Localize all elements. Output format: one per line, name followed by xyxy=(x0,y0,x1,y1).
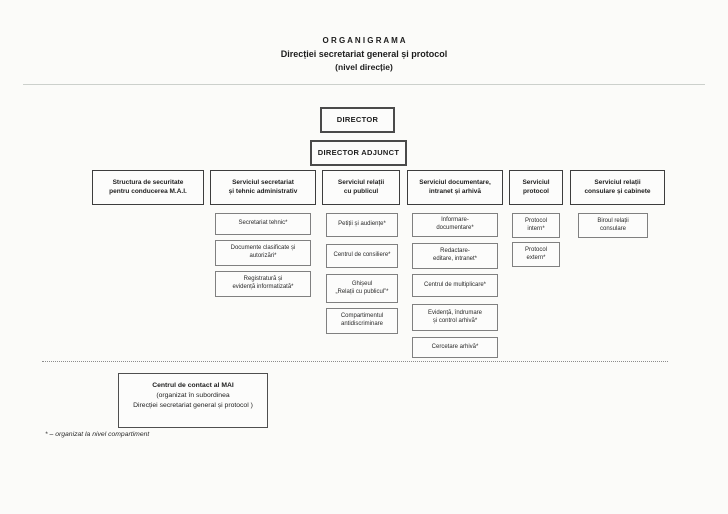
box-petitii-audiente: Petiții și audiențe* xyxy=(326,213,398,237)
chart-subtitle: Direcției secretariat general și protoco… xyxy=(280,49,448,59)
box-serviciul-secretariat: Serviciul secretariat și tehnic administ… xyxy=(210,170,316,205)
box-centrul-consiliere: Centrul de consiliere* xyxy=(326,244,398,268)
box-serviciul-protocol: Serviciul protocol xyxy=(509,170,563,205)
box-registratura-evidenta: Registratură și evidență informatizată* xyxy=(215,271,311,297)
contact-box-title: Centrul de contact al MAI xyxy=(152,382,234,389)
box-protocol-extern: Protocol extern* xyxy=(512,242,560,267)
contact-box-line3: Direcției secretariat general și protoco… xyxy=(133,401,253,409)
title-separator-line xyxy=(23,84,705,85)
box-compartiment-antidiscriminare: Compartimentul antidiscriminare xyxy=(326,308,398,334)
asterisk-footnote: * – organizat la nivel compartiment xyxy=(45,431,150,438)
contact-box-line2: (organizat în subordinea xyxy=(156,391,230,399)
box-serviciul-documentare: Serviciul documentare, intranet și arhiv… xyxy=(407,170,503,205)
box-centrul-contact-mai: Centrul de contact al MAI (organizat în … xyxy=(118,373,268,428)
box-serviciul-relatii-public: Serviciul relații cu publicul xyxy=(322,170,400,205)
box-cercetare-arhiva: Cercetare arhivă* xyxy=(412,337,498,358)
box-director-adjunct: DIRECTOR ADJUNCT xyxy=(310,140,407,166)
box-secretariat-tehnic: Secretariat tehnic* xyxy=(215,213,311,235)
box-protocol-intern: Protocol intern* xyxy=(512,213,560,238)
box-redactare-editare: Redactare- editare, intranet* xyxy=(412,243,498,269)
box-biroul-relatii-consulare: Biroul relații consulare xyxy=(578,213,648,238)
chart-title: O R G A N I G R A M A xyxy=(322,36,406,45)
box-director: DIRECTOR xyxy=(320,107,395,133)
dashed-separator-line xyxy=(42,361,668,362)
box-centrul-multiplicare: Centrul de multiplicare* xyxy=(412,274,498,297)
box-documente-clasificate: Documente clasificate și autorizări* xyxy=(215,240,311,266)
chart-level-note: (nivel direcție) xyxy=(335,62,393,72)
box-informare-documentare: Informare- documentare* xyxy=(412,213,498,237)
box-ghiseul-relatii-public: Ghișeul „Relații cu publicul”* xyxy=(326,274,398,303)
box-evidenta-indrumare: Evidență, îndrumare și control arhivă* xyxy=(412,304,498,331)
box-structura-securitate: Structura de securitate pentru conducere… xyxy=(92,170,204,205)
box-serviciul-consulare: Serviciul relații consulare și cabinete xyxy=(570,170,665,205)
